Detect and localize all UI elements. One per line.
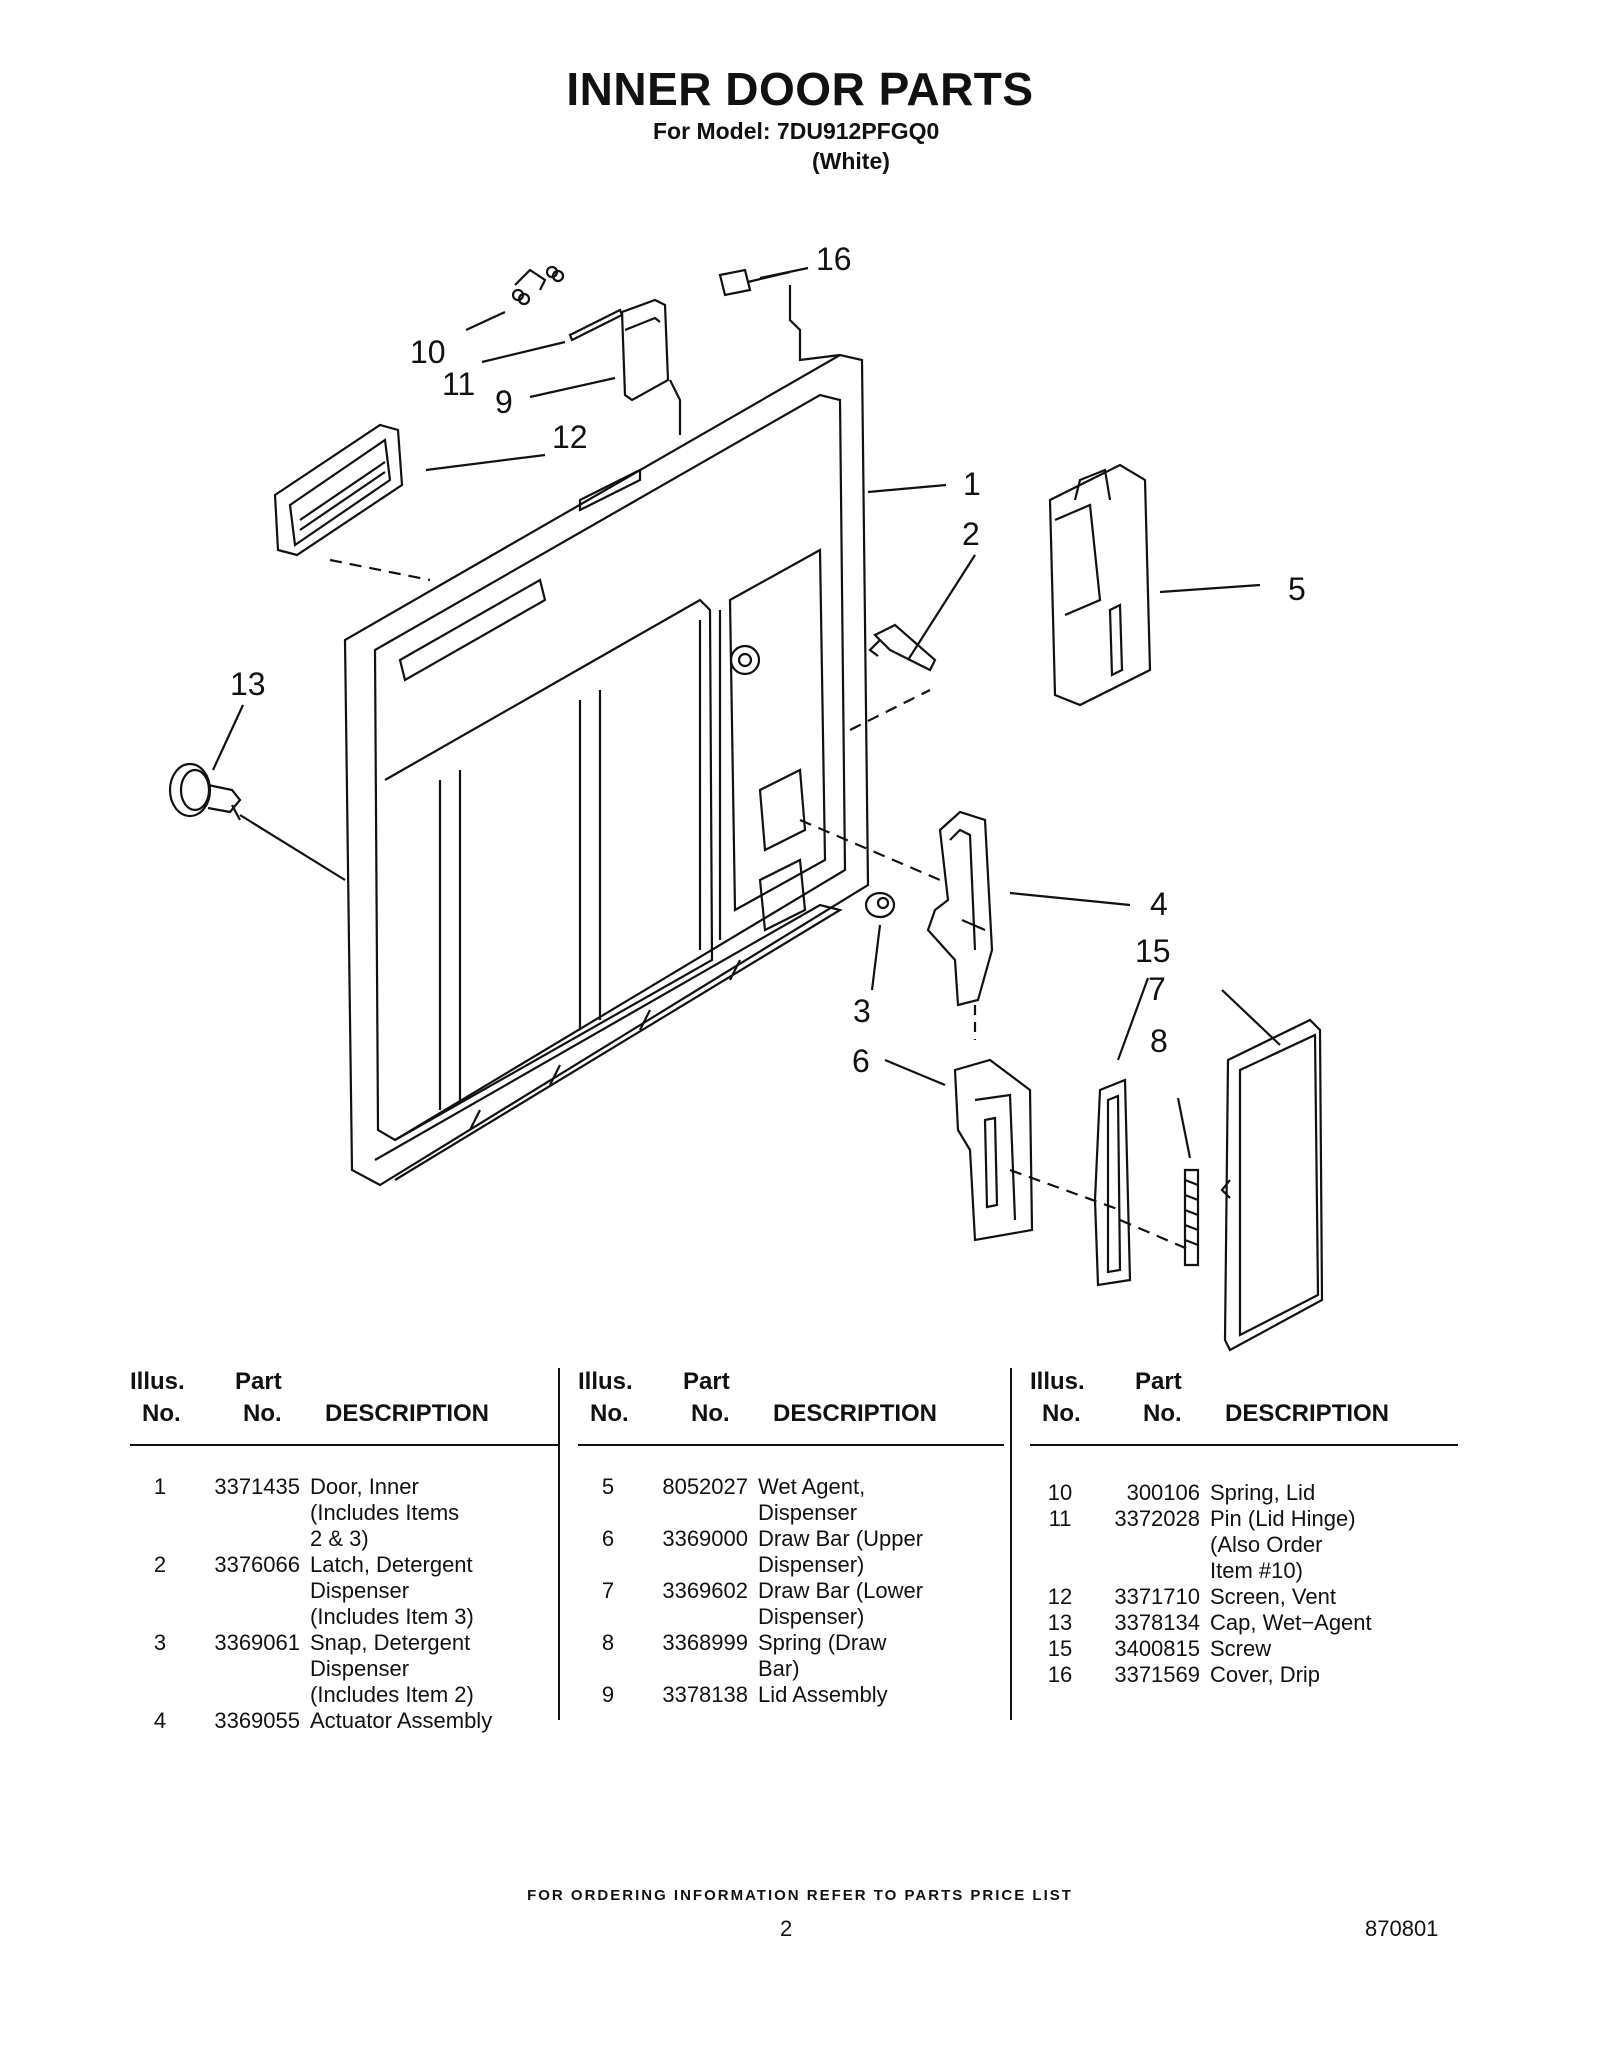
color-line: (White): [812, 148, 890, 174]
col-desc-header: DESCRIPTION: [773, 1400, 938, 1427]
col-illus-header: Illus.: [1030, 1368, 1085, 1395]
svg-text:12: 12: [552, 419, 588, 455]
exploded-parts-diagram: 16 10 11 9 12 1 2 5 13 4 15 7 8 3 6: [168, 241, 1324, 1352]
svg-text:7: 7: [1148, 971, 1166, 1007]
col-part-no-header: No.: [691, 1400, 730, 1427]
svg-text:15: 15: [1135, 933, 1171, 969]
inner-door-part: [343, 353, 870, 1187]
col-no-header: No.: [1042, 1400, 1081, 1427]
actuator-part: [926, 810, 994, 1007]
draw-bar-lower-part: [1093, 1078, 1132, 1287]
svg-text:16: 16: [816, 241, 852, 277]
svg-text:6: 6: [852, 1043, 870, 1079]
column-divider: [558, 1368, 560, 1720]
page-title: INNER DOOR PARTS: [566, 63, 1034, 115]
column-divider: [1010, 1368, 1012, 1720]
col-part-no-header: No.: [1143, 1400, 1182, 1427]
svg-text:11: 11: [442, 366, 475, 402]
wet-agent-cap-part: [168, 762, 242, 821]
svg-text:8: 8: [1150, 1023, 1168, 1059]
svg-text:13: 13: [230, 666, 266, 702]
wet-agent-dispenser-part: [1048, 463, 1152, 707]
svg-text:5: 5: [1288, 571, 1306, 607]
col-no-header: No.: [142, 1400, 181, 1427]
svg-text:10: 10: [410, 334, 446, 370]
draw-bar-upper-part: [953, 1058, 1034, 1242]
latch-part: [868, 623, 937, 672]
callout-numbers: 16 10 11 9 12 1 2 5 13 4 15 7 8 3 6: [230, 241, 1306, 1079]
model-line: For Model: 7DU912PFGQ0: [653, 118, 940, 144]
col-desc-header: DESCRIPTION: [1225, 1400, 1390, 1427]
col-part-header: Part: [235, 1368, 282, 1395]
ordering-note: FOR ORDERING INFORMATION REFER TO PARTS …: [527, 1887, 1073, 1904]
screw-part: [718, 268, 841, 362]
col-part-no-header: No.: [243, 1400, 282, 1427]
drip-cover-part: [1220, 1018, 1324, 1352]
svg-text:9: 9: [495, 384, 513, 420]
col-no-header: No.: [590, 1400, 629, 1427]
svg-text:3: 3: [853, 993, 871, 1029]
svg-text:2: 2: [962, 516, 980, 552]
svg-text:4: 4: [1150, 886, 1168, 922]
svg-text:1: 1: [963, 466, 981, 502]
snap-part: [864, 891, 896, 919]
lid-spring-part: [511, 265, 565, 306]
draw-bar-spring-part: [1183, 1168, 1200, 1267]
col-desc-header: DESCRIPTION: [325, 1400, 490, 1427]
vent-screen-part: [273, 423, 404, 557]
col-part-header: Part: [1135, 1368, 1182, 1395]
lid-pin-part: [568, 308, 624, 342]
col-part-header: Part: [683, 1368, 730, 1395]
lid-assembly-part: [620, 298, 670, 402]
document-code: 870801: [1365, 1916, 1439, 1941]
page-number: 2: [780, 1916, 793, 1941]
col-illus-header: Illus.: [130, 1368, 185, 1395]
col-illus-header: Illus.: [578, 1368, 633, 1395]
